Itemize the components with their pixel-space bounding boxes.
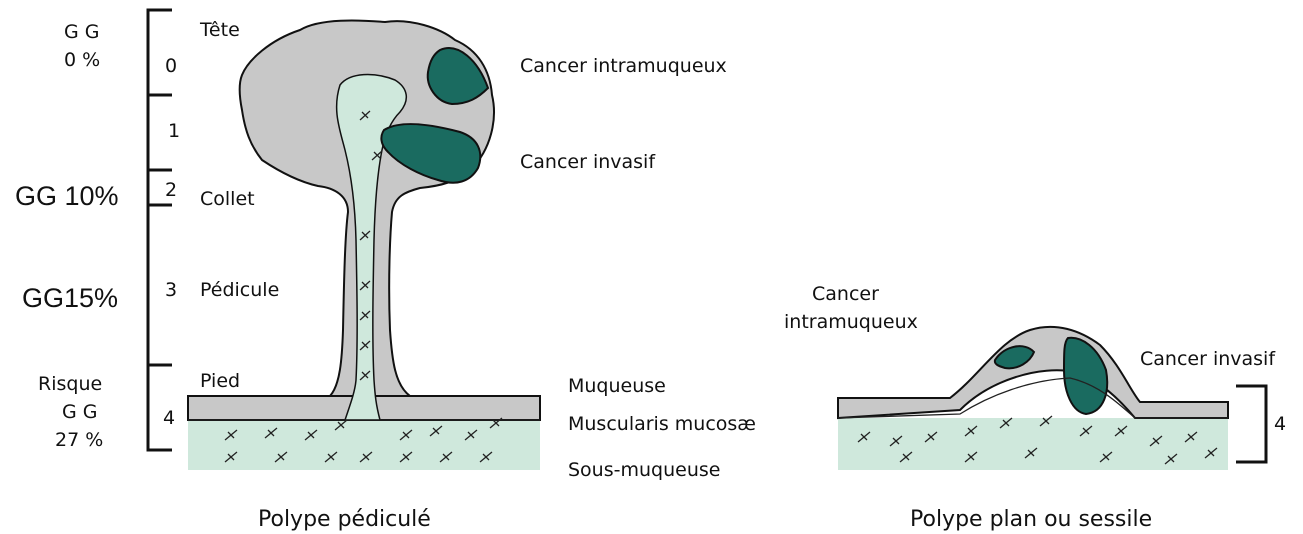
submucosa-layer	[188, 420, 540, 470]
label-cancer-intramuqueux: Cancer intramuqueux	[520, 55, 727, 77]
cancer-intramuqueux-shape	[428, 48, 488, 104]
label-cancer-invasif: Cancer invasif	[520, 151, 656, 173]
caption-pediculate: Polype pédiculé	[258, 507, 431, 532]
pediculate-polyp	[188, 20, 540, 470]
level-1: 1	[168, 120, 180, 142]
risque-line2: G G	[62, 401, 98, 423]
gg-0-line2: 0 %	[64, 49, 100, 71]
part-pied: Pied	[200, 370, 240, 392]
gg-15-label: GG15%	[22, 283, 118, 313]
sessile-submucosa	[838, 418, 1228, 470]
sessile-mucosa	[838, 327, 1228, 418]
label-muqueuse: Muqueuse	[568, 375, 666, 397]
sessile-bracket	[1236, 386, 1266, 462]
sessile-level-4: 4	[1274, 413, 1286, 435]
part-pedicule: Pédicule	[200, 279, 279, 301]
level-4: 4	[163, 407, 175, 429]
gg-10-label: GG 10%	[15, 181, 119, 211]
sessile-cancer-line1: Cancer	[812, 283, 879, 305]
label-muscularis: Muscularis mucosæ	[568, 413, 756, 435]
part-collet: Collet	[200, 188, 255, 210]
sessile-cancer-line2: intramuqueux	[784, 311, 918, 333]
part-tete: Tête	[199, 19, 240, 41]
risque-line1: Risque	[38, 373, 102, 395]
label-sous-muqueuse: Sous-muqueuse	[568, 459, 720, 481]
gg-0-line1: G G	[64, 21, 100, 43]
level-2: 2	[165, 179, 177, 201]
level-3: 3	[165, 279, 177, 301]
sessile-label-cancer-invasif: Cancer invasif	[1140, 348, 1276, 370]
level-0: 0	[165, 55, 177, 77]
risque-line3: 27 %	[55, 429, 103, 451]
caption-sessile: Polype plan ou sessile	[910, 507, 1152, 532]
